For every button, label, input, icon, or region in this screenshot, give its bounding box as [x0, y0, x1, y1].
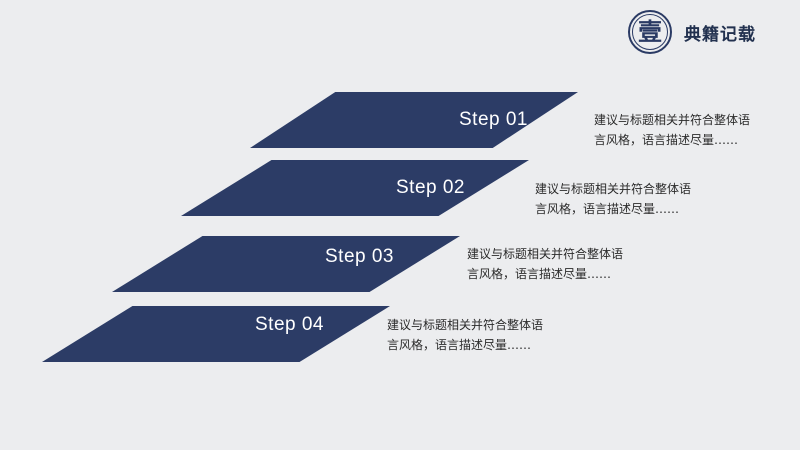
step-02-desc-line-1: 建议与标题相关并符合整体语 [535, 182, 692, 196]
seal-character: 壹 [632, 14, 668, 50]
step-02-desc-line-2: 言风格，语言描述尽量…… [535, 202, 680, 216]
step-04-desc-line-1: 建议与标题相关并符合整体语 [387, 318, 544, 332]
step-03-bar [112, 236, 460, 292]
step-03-desc-line-2: 言风格，语言描述尽量…… [467, 267, 612, 281]
step-03-description: 建议与标题相关并符合整体语 言风格，语言描述尽量…… [467, 244, 623, 284]
step-03-desc-line-1: 建议与标题相关并符合整体语 [467, 247, 624, 261]
step-04-label: Step 04 [255, 314, 324, 335]
step-01-desc-line-1: 建议与标题相关并符合整体语 [594, 113, 751, 127]
step-04-description: 建议与标题相关并符合整体语 言风格，语言描述尽量…… [387, 315, 543, 355]
brand-title: 典籍记载 [684, 24, 756, 45]
step-04-desc-line-2: 言风格，语言描述尽量…… [387, 338, 532, 352]
header-logo: 壹 典籍记载 [628, 10, 756, 54]
step-01-description: 建议与标题相关并符合整体语 言风格，语言描述尽量…… [594, 110, 750, 150]
step-02-bar [181, 160, 529, 216]
step-01-label: Step 01 [459, 109, 528, 130]
step-02-label: Step 02 [396, 177, 465, 198]
step-04-bar [42, 306, 390, 362]
step-02-description: 建议与标题相关并符合整体语 言风格，语言描述尽量…… [535, 179, 691, 219]
step-01-desc-line-2: 言风格，语言描述尽量…… [594, 133, 739, 147]
step-01-bar [250, 92, 578, 148]
seal-icon: 壹 [628, 10, 672, 54]
step-03-label: Step 03 [325, 246, 394, 267]
